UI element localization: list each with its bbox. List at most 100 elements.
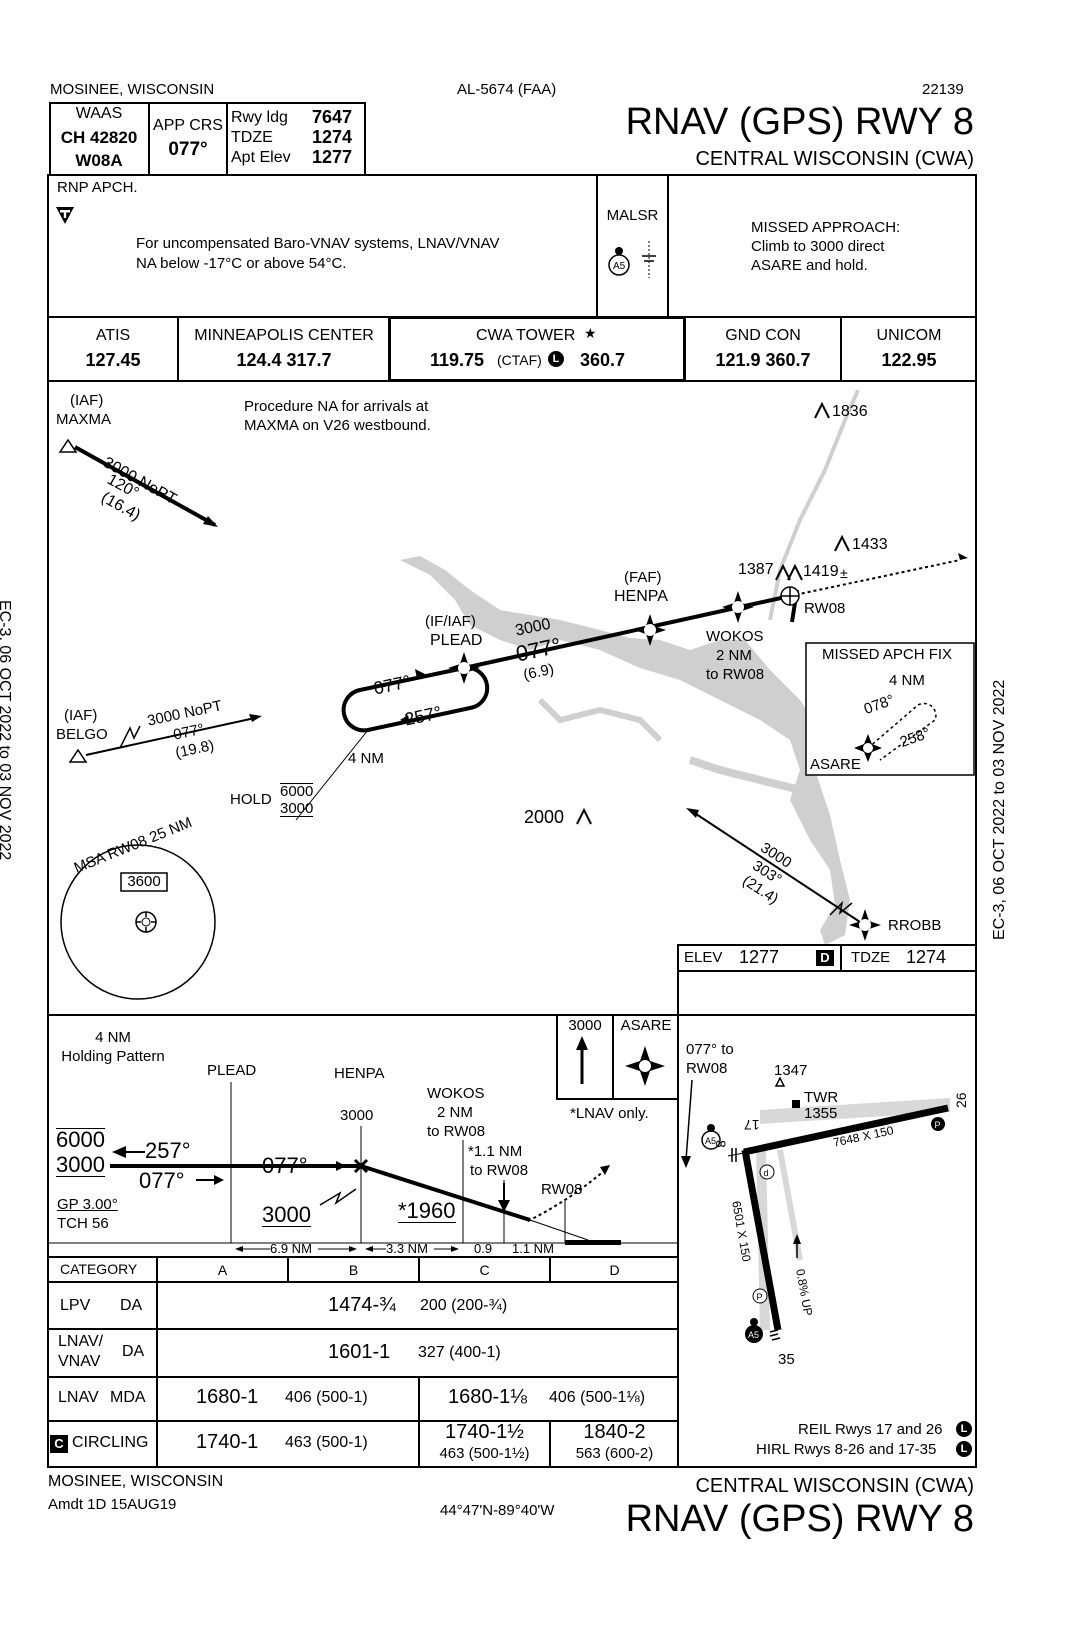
rrobb-name: RROBB xyxy=(888,917,942,934)
reil-lighting-icon: L xyxy=(956,1421,972,1437)
asare-fix-icon xyxy=(854,734,882,762)
waas-channel: CH 42820 xyxy=(60,128,138,147)
profile-rw08: RW08 xyxy=(541,1181,583,1198)
spot-elevation-2000-icon xyxy=(576,807,592,825)
obstacle-1433-icon xyxy=(834,534,850,552)
rrobb-fix-icon xyxy=(849,909,881,941)
obstacle-1387-icon xyxy=(775,563,803,581)
wokos-distance: 2 NM xyxy=(716,647,752,664)
obstacle-1347-label: 1347 xyxy=(774,1062,808,1079)
approach-lighting-icon: A5 xyxy=(604,238,664,280)
category-d: D xyxy=(609,1262,620,1278)
lpv-hat: 200 (200-¾) xyxy=(420,1297,508,1314)
diagram-tdze-label: TDZE xyxy=(851,949,891,966)
circling-mda-d: 1840-2 xyxy=(583,1421,646,1443)
cycle-number: 22139 xyxy=(922,81,964,98)
circling-label: CIRCLING xyxy=(72,1434,149,1451)
obstacle-1836-icon xyxy=(814,401,830,419)
tdze-label: TDZE xyxy=(231,129,273,146)
proc-na-line2: MAXMA on V26 westbound. xyxy=(244,417,431,434)
obstacle-1419-tolerance: ± xyxy=(840,565,848,581)
tower-icon xyxy=(792,1100,800,1108)
obstacle-1347-icon xyxy=(774,1076,786,1087)
airport-name: CENTRAL WISCONSIN (CWA) xyxy=(695,148,974,170)
app-crs-value: 077° xyxy=(168,139,208,160)
river-north xyxy=(768,389,860,621)
spot-elevation-2000: 2000 xyxy=(524,807,565,827)
lnav-vnav-da: 1601-1 xyxy=(328,1341,391,1363)
plead-if-label: (IF/IAF) xyxy=(425,613,476,630)
reil-note: REIL Rwys 17 and 26 xyxy=(798,1421,943,1438)
lnav-only-note: *LNAV only. xyxy=(570,1105,649,1122)
circling-mda-c: 1740-1½ xyxy=(445,1421,524,1443)
papi-icon: P xyxy=(752,1288,768,1304)
profile-course-077: 077° xyxy=(262,1153,308,1178)
lnav-vnav-label-line1: LNAV/ xyxy=(58,1333,104,1350)
approach-lighting-a5-icon: A5 xyxy=(701,1124,721,1150)
procedure-title: RNAV (GPS) RWY 8 xyxy=(625,101,974,143)
wokos-ref: to RW08 xyxy=(706,666,765,683)
pilot-controlled-lighting-icon: L xyxy=(548,351,564,367)
profile-course-077-hold: 077° xyxy=(139,1168,185,1193)
lpv-label: LPV xyxy=(60,1297,91,1314)
lnav-hat-ab: 406 (500-1) xyxy=(285,1389,368,1406)
svg-text:A5: A5 xyxy=(748,1330,759,1340)
category-a: A xyxy=(217,1262,228,1278)
threshold-crossing-height: TCH 56 xyxy=(57,1215,109,1232)
river-south xyxy=(688,756,801,794)
category-c: C xyxy=(479,1262,490,1278)
diagram-course-line1: 077° to xyxy=(686,1041,734,1058)
obstacle-1433-label: 1433 xyxy=(852,536,888,553)
lake-shape xyxy=(400,556,850,945)
lnav-mda-ab: 1680-1 xyxy=(196,1386,259,1408)
unicom-label: UNICOM xyxy=(876,327,942,344)
distance-wokos-sdf: 0.9 xyxy=(474,1241,493,1256)
circling-mda-ab: 1740-1 xyxy=(196,1431,259,1453)
lnav-vnav-type: DA xyxy=(122,1343,145,1360)
missed-approach-line2: Climb to 3000 direct xyxy=(751,238,885,255)
airport-d-icon: D xyxy=(816,950,834,966)
distance-henpa-wokos: 3.3 NM xyxy=(386,1241,428,1256)
waas-id: W08A xyxy=(75,151,123,170)
part-time-star-icon: ★ xyxy=(584,325,597,341)
svg-text:P: P xyxy=(935,1120,941,1130)
missed-climb-altitude: 3000 xyxy=(568,1017,602,1034)
svg-text:A5: A5 xyxy=(705,1136,716,1146)
missed-fix-4nm: 4 NM xyxy=(889,672,925,689)
henpa-profile-fix-icon xyxy=(353,1158,369,1174)
unicom-freq: 122.95 xyxy=(881,350,937,370)
hirl-note: HIRL Rwys 8-26 and 17-35 xyxy=(756,1441,937,1458)
apt-elev-label: Apt Elev xyxy=(231,149,291,166)
asare-label: ASARE xyxy=(810,756,861,773)
svg-text:P: P xyxy=(757,1292,763,1302)
rwy-ldg-value: 7647 xyxy=(312,107,353,127)
runway-17-35 xyxy=(741,1149,782,1331)
ground-freq: 121.9 360.7 xyxy=(715,350,811,370)
tower-elevation: 1355 xyxy=(804,1105,838,1122)
glidepath-angle: GP 3.00° xyxy=(57,1196,118,1213)
app-crs-label: APP CRS xyxy=(153,117,223,134)
profile-hold-max-altitude: 6000 xyxy=(56,1127,105,1152)
rw08-label: RW08 xyxy=(804,600,846,617)
belgo-name: BELGO xyxy=(56,726,108,743)
approach-lighting-a5-35-icon: A5 xyxy=(745,1318,763,1343)
runway-8-26 xyxy=(743,1104,949,1156)
hold-max-altitude: 6000 xyxy=(280,783,314,800)
footer-city: MOSINEE, WISCONSIN xyxy=(48,1473,224,1490)
hold-label: HOLD xyxy=(230,791,272,808)
svg-text:A5: A5 xyxy=(613,261,626,272)
airport-elev-label: ELEV xyxy=(684,949,723,966)
profile-hold-min-altitude: 3000 xyxy=(56,1152,105,1177)
waas-label: WAAS xyxy=(75,105,123,122)
plead-fix-icon xyxy=(448,652,480,684)
header-city: MOSINEE, WISCONSIN xyxy=(50,81,215,98)
circling-hat-d: 563 (600-2) xyxy=(575,1445,654,1462)
lpv-type: DA xyxy=(120,1297,143,1314)
category-header: CATEGORY xyxy=(60,1261,138,1277)
lpv-da: 1474-¾ xyxy=(328,1294,396,1316)
profile-step-down-altitude: *1960 xyxy=(398,1198,456,1223)
atis-label: ATIS xyxy=(95,327,131,344)
tdze-value: 1274 xyxy=(312,127,353,147)
